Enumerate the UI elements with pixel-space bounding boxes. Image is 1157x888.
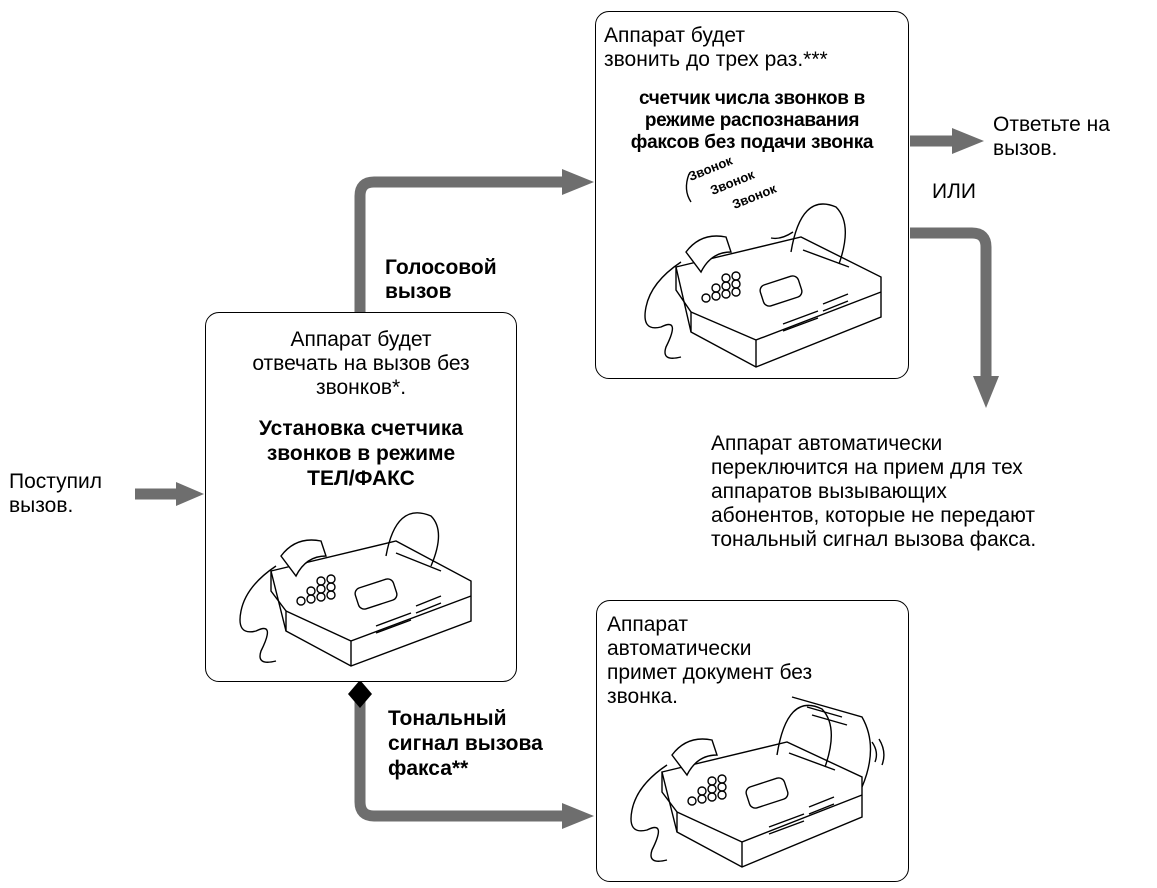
main-box-bold-line: ТЕЛ/ФАКС — [307, 467, 415, 490]
auto-switch-line: абонентов, которые не передают — [711, 504, 1036, 527]
main-box-text-line: Аппарат будет — [290, 328, 432, 351]
or-label: ИЛИ — [932, 180, 976, 203]
receive-box-text-line: автоматически — [607, 637, 752, 660]
auto-switch-arrowhead — [973, 376, 999, 408]
main-box-description: Аппарат будет отвечать на вызов без звон… — [206, 328, 516, 400]
fax-tone-label-line: Тональный — [388, 707, 507, 730]
auto-receive-box: Аппарат автоматически примет документ бе… — [596, 600, 909, 882]
voice-call-label-line2: вызов — [385, 280, 452, 303]
flow-arrows — [135, 135, 992, 822]
main-box-text-line: отвечать на вызов без — [252, 352, 470, 375]
receive-box-text-line: Аппарат — [607, 613, 688, 636]
fax-tone-arrow-line — [354, 694, 565, 822]
fax-tone-label-line: сигнал вызова — [388, 732, 543, 755]
ring-box-setting-title: счетчик числа звонков в режиме распознав… — [596, 88, 908, 154]
receive-box-description: Аппарат автоматически примет документ бе… — [607, 613, 812, 709]
answer-call-line2: вызов. — [993, 137, 1058, 160]
main-box-text-line: звонков*. — [315, 376, 407, 399]
voice-arrow-line — [354, 176, 565, 312]
ring-box-bold-line: факсов без подачи звонка — [630, 132, 874, 153]
ring-box-description: Аппарат будет звонить до трех раз.*** — [604, 24, 828, 72]
ring-box-bold-line: счетчик числа звонков в — [639, 88, 865, 109]
main-box-bold-line: Установка счетчика — [258, 417, 464, 440]
fax-tone-label: Тональный сигнал вызова факса** — [388, 706, 543, 781]
incoming-call-line1: Поступил — [9, 470, 102, 493]
decision-diamond-icon — [348, 680, 372, 708]
incoming-call-line2: вызов. — [9, 494, 74, 517]
answer-arrowhead — [952, 128, 984, 154]
auto-switch-line: аппаратов вызывающих — [711, 480, 947, 503]
auto-switch-line: переключится на прием для тех — [711, 456, 1023, 479]
fax-machine-icon — [239, 512, 472, 667]
main-box-bold-line: звонков в режиме — [266, 442, 456, 465]
fax-machine-receiving-icon — [630, 696, 885, 868]
arrow-heads — [176, 128, 999, 829]
auto-switch-arrow-line — [910, 227, 992, 378]
auto-switch-description: Аппарат автоматически переключится на пр… — [711, 432, 1036, 552]
ring-box-bold-line: режиме распознавания — [644, 110, 860, 131]
fax-tone-label-line: факса** — [388, 757, 469, 780]
voice-arrowhead — [562, 169, 594, 195]
ring-box-text-line: звонить до трех раз.*** — [604, 48, 828, 71]
ring-count-box: Аппарат будет звонить до трех раз.*** сч… — [595, 11, 909, 379]
answer-call-line1: Ответьте на — [993, 113, 1110, 136]
fax-tone-arrowhead — [562, 803, 594, 829]
auto-switch-line: тональный сигнал вызова факса. — [711, 528, 1037, 551]
incoming-arrowhead — [176, 482, 204, 506]
auto-switch-line: Аппарат автоматически — [711, 432, 943, 455]
main-box-setting-title: Установка счетчика звонков в режиме ТЕЛ/… — [206, 416, 516, 491]
fax-machine-ringing-icon — [644, 173, 882, 368]
receive-box-text-line: звонка. — [607, 685, 678, 708]
ring-box-text-line: Аппарат будет — [604, 24, 746, 47]
tel-fax-mode-box: Аппарат будет отвечать на вызов без звон… — [205, 312, 517, 682]
receive-box-text-line: примет документ без — [607, 661, 813, 684]
voice-call-label-line1: Голосовой — [385, 256, 497, 279]
